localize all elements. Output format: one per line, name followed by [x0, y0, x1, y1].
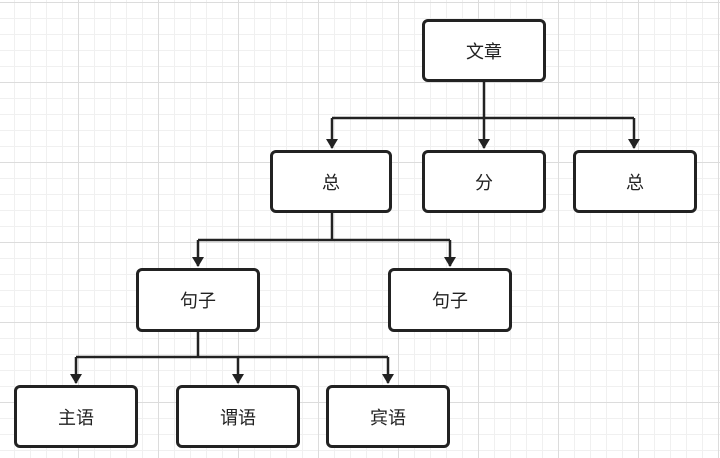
node-general-1[interactable]: 总	[270, 150, 392, 213]
node-detail[interactable]: 分	[422, 150, 546, 213]
node-subject[interactable]: 主语	[14, 385, 138, 448]
node-sentence-1[interactable]: 句子	[136, 268, 260, 332]
node-object[interactable]: 宾语	[326, 385, 450, 448]
node-general-2[interactable]: 总	[573, 150, 697, 213]
node-sentence-2[interactable]: 句子	[388, 268, 512, 332]
node-article[interactable]: 文章	[422, 19, 546, 82]
node-predicate[interactable]: 谓语	[176, 385, 300, 448]
